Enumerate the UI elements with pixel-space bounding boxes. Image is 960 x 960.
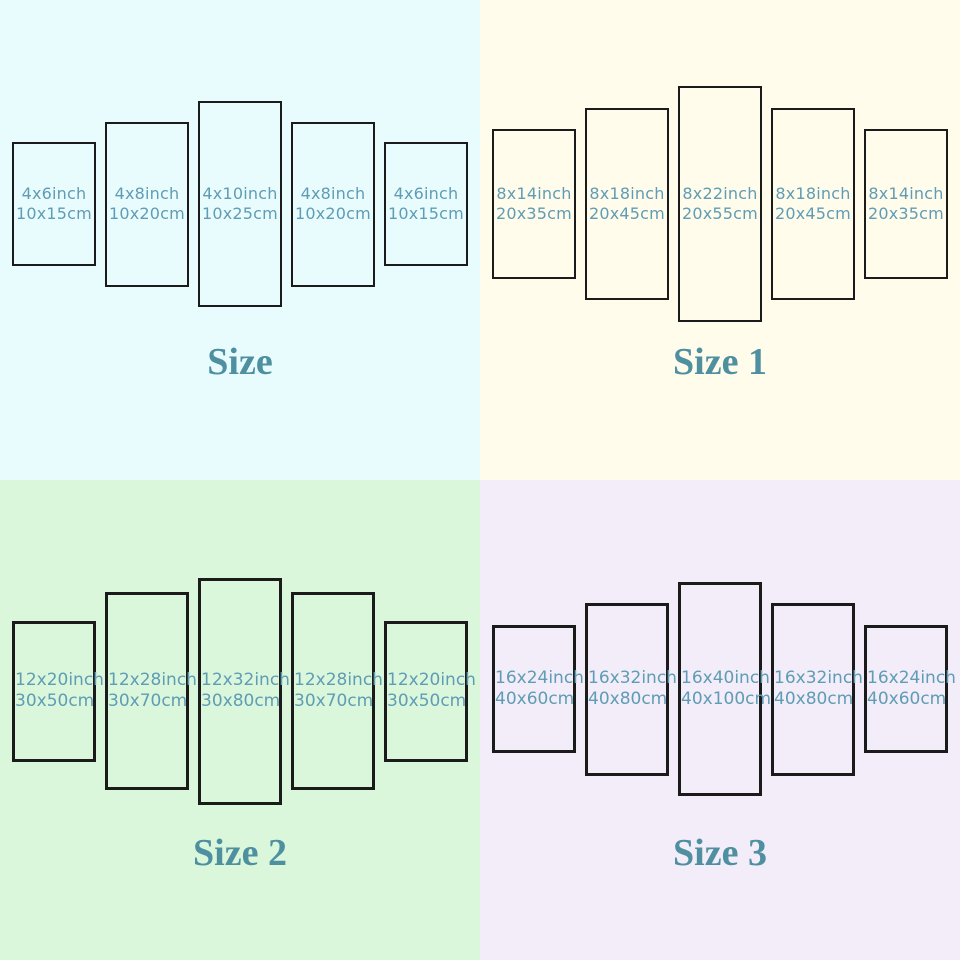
panel-inch-text: 4x10inch [202,184,278,203]
panel-inch-text: 4x8inch [114,184,180,203]
panel-cm-text: 40x60cm [495,689,575,709]
panel-inch-text: 4x6inch [21,184,87,203]
panel-rect: 12x20inch 30x50cm [12,620,104,762]
panel-cm-text: 20x45cm [589,204,665,223]
panel-group: 4x6inch 10x15cm 4x8inch 10x20cm 4x10inch… [0,0,480,408]
panel-cm-text: 30x50cm [387,691,467,711]
panel-inch-text: 12x32inch [201,670,290,690]
panel-rect: 16x40inch 40x100cm [678,582,772,796]
panel-cm-text: 20x45cm [775,204,851,223]
quadrant-title: Size 2 [193,832,287,874]
panel-rect: 8x18inch 20x45cm [585,108,669,300]
panel-inch-text: 16x32inch [588,668,677,688]
panel-rect: 8x22inch 20x55cm [678,86,762,322]
panel-cm-text: 10x25cm [202,204,278,223]
panel-inch-text: 8x14inch [868,184,944,203]
panel-inch-text: 4x8inch [300,184,366,203]
panel-cm-text: 30x70cm [108,691,188,711]
panel-inch-text: 12x28inch [108,670,197,690]
panel-group: 16x24inch 40x60cm 16x32inch 40x80cm 16x4… [480,480,960,898]
panel-cm-text: 20x35cm [496,204,572,223]
panel-rect: 16x32inch 40x80cm [585,602,677,776]
panel-inch-text: 8x18inch [775,184,851,203]
panel-inch-text: 12x20inch [387,670,476,690]
quadrant-size-2: 12x20inch 30x50cm 12x28inch 30x70cm 12x3… [0,480,480,960]
panel-inch-text: 4x6inch [393,184,459,203]
panel-inch-text: 12x28inch [294,670,383,690]
quadrant-size-3: 16x24inch 40x60cm 16x32inch 40x80cm 16x4… [480,480,960,960]
panel-cm-text: 10x15cm [16,204,92,223]
quadrant-title: Size 3 [673,832,767,874]
panel-cm-text: 10x20cm [295,204,371,223]
panel-inch-text: 8x22inch [682,184,758,203]
panel-group: 12x20inch 30x50cm 12x28inch 30x70cm 12x3… [0,480,480,902]
panel-cm-text: 30x80cm [201,691,281,711]
panel-cm-text: 30x50cm [15,691,95,711]
panel-inch-text: 16x24inch [867,668,956,688]
panel-rect: 8x18inch 20x45cm [771,108,855,300]
panel-inch-text: 8x18inch [589,184,665,203]
panel-group: 8x14inch 20x35cm 8x18inch 20x45cm 8x22in… [480,0,960,408]
panel-rect: 12x28inch 30x70cm [105,592,197,790]
panel-rect: 12x28inch 30x70cm [291,592,383,790]
panel-cm-text: 10x15cm [388,204,464,223]
panel-cm-text: 40x100cm [681,689,772,709]
panel-cm-text: 30x70cm [294,691,374,711]
panel-rect: 4x6inch 10x15cm [384,142,468,266]
panel-rect: 4x8inch 10x20cm [291,121,375,287]
panel-rect: 4x8inch 10x20cm [105,121,189,287]
quadrant-size: 4x6inch 10x15cm 4x8inch 10x20cm 4x10inch… [0,0,480,480]
panel-rect: 12x20inch 30x50cm [384,620,476,762]
panel-rect: 8x14inch 20x35cm [864,129,948,279]
panel-cm-text: 40x80cm [774,689,854,709]
quadrant-title: Size 1 [673,341,767,383]
quadrant-size-1: 8x14inch 20x35cm 8x18inch 20x45cm 8x22in… [480,0,960,480]
panel-rect: 4x6inch 10x15cm [12,142,96,266]
panel-cm-text: 40x80cm [588,689,668,709]
panel-rect: 12x32inch 30x80cm [198,577,290,805]
panel-rect: 16x24inch 40x60cm [492,625,584,753]
panel-inch-text: 12x20inch [15,670,104,690]
panel-rect: 16x24inch 40x60cm [864,625,956,753]
panel-rect: 8x14inch 20x35cm [492,129,576,279]
panel-cm-text: 40x60cm [867,689,947,709]
panel-rect: 4x10inch 10x25cm [198,101,282,307]
panel-inch-text: 16x32inch [774,668,863,688]
panel-inch-text: 16x40inch [681,668,770,688]
quadrant-title: Size [207,341,273,383]
panel-cm-text: 10x20cm [109,204,185,223]
panel-inch-text: 8x14inch [496,184,572,203]
panel-cm-text: 20x35cm [868,204,944,223]
panel-inch-text: 16x24inch [495,668,584,688]
panel-rect: 16x32inch 40x80cm [771,602,863,776]
panel-cm-text: 20x55cm [682,204,758,223]
